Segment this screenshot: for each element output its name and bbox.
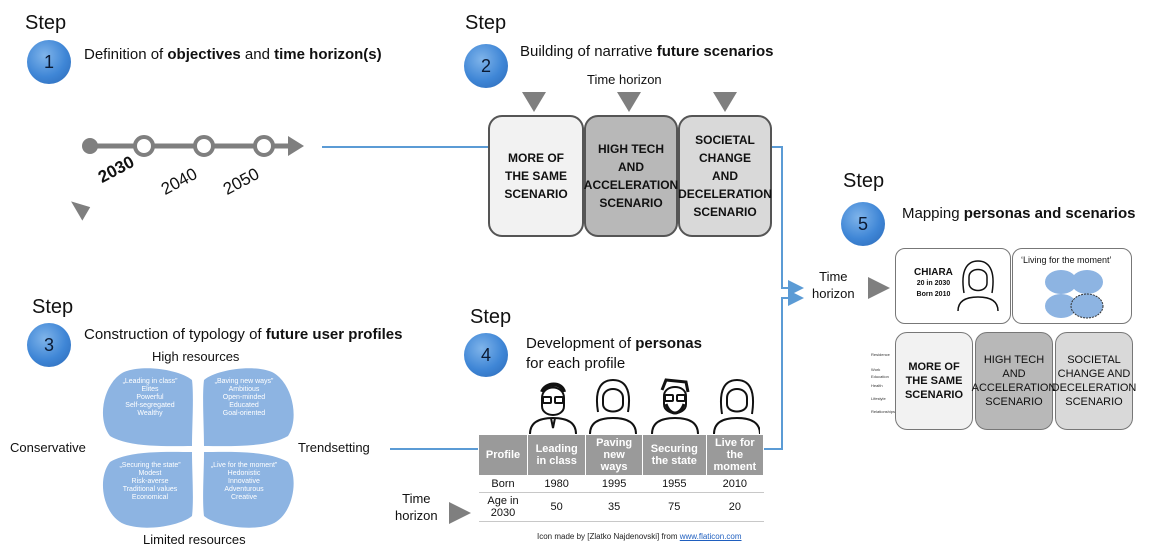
step1-number-badge: 1 (27, 40, 71, 84)
persona-icon-man-glasses (529, 382, 577, 434)
axis-high-resources: High resources (152, 349, 240, 364)
header-profile: Profile (477, 434, 529, 476)
time-horizon-label: Time horizon (587, 72, 662, 87)
quadrant-bottom-left (102, 451, 193, 528)
step4-label: Step (470, 306, 512, 328)
step5-number: 5 (857, 213, 868, 234)
header-securing-the-state: Securing the state (641, 434, 707, 476)
step3-title: Construction of typology of future user … (84, 326, 403, 343)
table-cell: 50 (527, 492, 586, 522)
persona-card-woman-icon (957, 260, 999, 312)
step3-number: 3 (43, 334, 54, 355)
quadrant-top-left (102, 368, 193, 447)
mapping-arrow-icon (868, 277, 890, 299)
mapping-row-label: Work (871, 367, 881, 372)
table-arrow-icon (449, 502, 471, 524)
persona-icon-woman-long-hair (589, 378, 637, 434)
step3-label: Step (32, 296, 74, 318)
marker-icon-1 (522, 92, 546, 112)
step2-label: Step (465, 12, 507, 34)
persona-card-thumbnail: CHIARA 20 in 2030 Born 2010 (895, 248, 1011, 324)
marker-icon-3 (713, 92, 737, 112)
table-cell: 20 (706, 492, 764, 522)
icon-credit: Icon made by [Zlatko Najdenovski] from w… (537, 532, 742, 541)
step1-label: Step (25, 12, 67, 34)
step2-number: 2 (480, 55, 491, 76)
table-row: Born 1980 1995 1955 2010 (478, 475, 764, 493)
quadrant-top-right (203, 368, 294, 447)
mapping-row-label: Lifestyle (871, 396, 886, 401)
flaticon-link[interactable]: www.flaticon.com (679, 532, 742, 541)
marker-icon-2 (617, 92, 641, 112)
table-cell: 1955 (642, 475, 707, 493)
mapping-row-label: Relationships (871, 409, 896, 414)
connector-step4-step5 (764, 290, 804, 450)
table-cell: 1995 (585, 475, 643, 493)
mini-typology-graphic (1045, 270, 1104, 319)
quadrant-bottom-right (203, 451, 294, 528)
step4-number-badge: 4 (464, 333, 508, 377)
scenario-markers (522, 92, 737, 112)
mapping-row-label: Health (871, 383, 883, 388)
table-cell: 35 (585, 492, 643, 522)
timeline-graphic (71, 135, 304, 221)
table-header-row: Profile Leading in class Paving new ways… (477, 434, 765, 476)
header-live-for-the-moment: Live for the moment (705, 434, 765, 476)
header-paving-new-ways: Paving new ways (585, 434, 643, 476)
persona-icon-woman (713, 378, 760, 434)
persona-quote-thumbnail: ‘Living for the moment’ (1012, 248, 1132, 324)
persona-card-text: CHIARA 20 in 2030 Born 2010 (914, 267, 953, 298)
mapping-row-label: Education (871, 374, 889, 379)
step4-number: 4 (480, 344, 491, 365)
step2-number-badge: 2 (464, 44, 508, 88)
step5-number-badge: 5 (841, 202, 885, 246)
row-label-age: Age in 2030 (478, 492, 528, 522)
persona-quote: ‘Living for the moment’ (1021, 255, 1112, 265)
mapping-row-label: Residence (871, 352, 890, 357)
header-leading-in-class: Leading in class (527, 434, 587, 476)
step1-number: 1 (43, 51, 54, 72)
table-cell: 2010 (706, 475, 764, 493)
connector-step2-step5 (772, 146, 804, 296)
table-row: Age in 2030 50 35 75 20 (478, 492, 764, 522)
persona-icon-man-beard (651, 378, 699, 434)
axis-limited-resources: Limited resources (143, 532, 246, 544)
step3-number-badge: 3 (27, 323, 71, 367)
axis-trendsetting: Trendsetting (298, 440, 370, 455)
timeline-start-dot (82, 138, 98, 154)
step1-title: Definition of objectives and time horizo… (84, 46, 382, 63)
table-cell: 1980 (527, 475, 586, 493)
table-cell: 75 (642, 492, 707, 522)
row-label-born: Born (478, 475, 528, 493)
timeline-pointer-icon (71, 201, 91, 221)
axis-conservative: Conservative (10, 440, 86, 455)
step5-title: Mapping personas and scenarios (902, 205, 1136, 222)
timeline-arrow-icon (288, 136, 304, 156)
persona-icons (529, 378, 760, 434)
typology-quadrants (102, 368, 294, 528)
personas-table: Profile Leading in class Paving new ways… (477, 434, 765, 522)
step4-title: Development of personas for each profile (526, 335, 702, 372)
step2-title: Building of narrative future scenarios (520, 43, 774, 60)
step5-label: Step (843, 170, 885, 192)
